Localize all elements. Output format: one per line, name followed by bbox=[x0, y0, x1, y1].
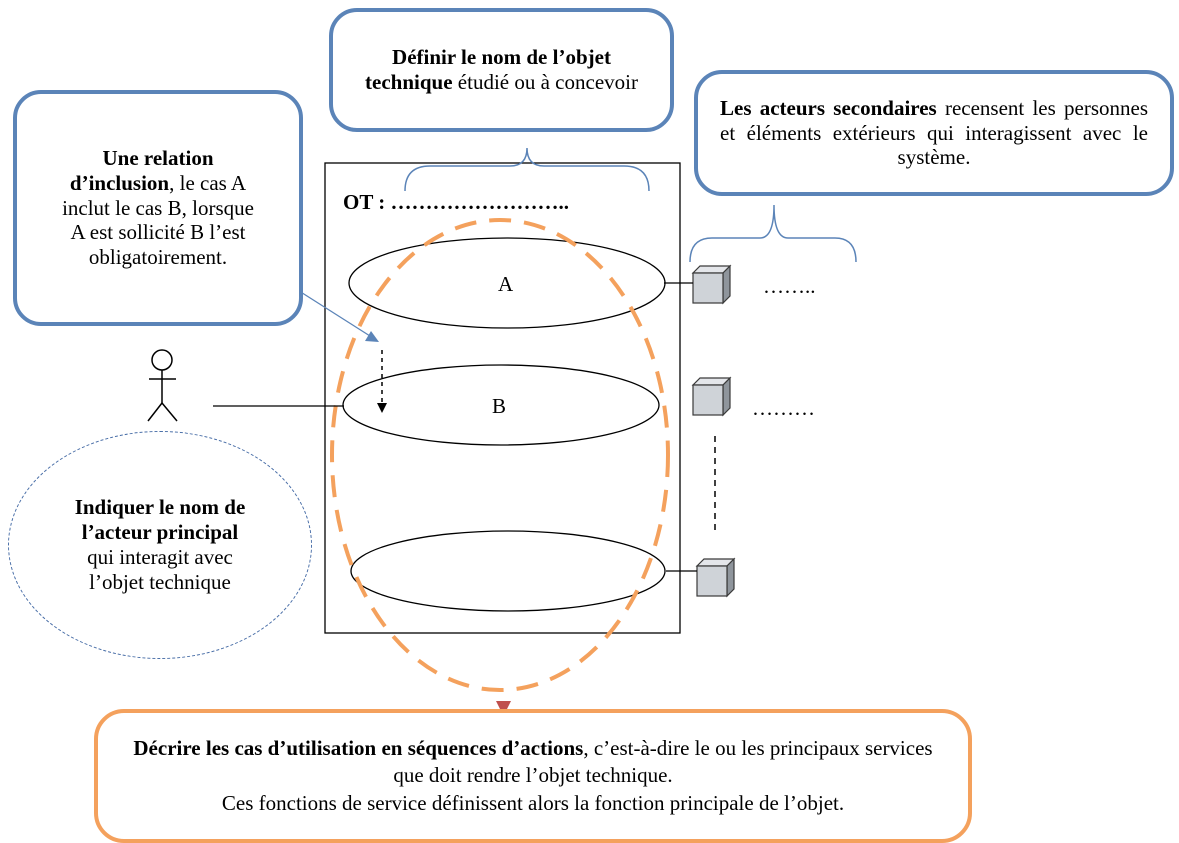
callout-principal-text: qui interagit avec l’objet technique bbox=[87, 545, 233, 594]
use-cases-grouping-ellipse bbox=[330, 218, 670, 692]
secondary-actor-1-label: …….. bbox=[763, 274, 816, 298]
secondary-actor-2-label: ……… bbox=[752, 396, 815, 420]
callout-relation-inclusion: Une relation d’inclusion, le cas A inclu… bbox=[13, 90, 303, 326]
system-title: OT : …………………….. bbox=[343, 190, 569, 214]
secondary-actor-cube-2 bbox=[691, 376, 732, 417]
callout-cas-utilisation: Décrire les cas d’utilisation en séquenc… bbox=[94, 709, 972, 843]
callout-decrire-text: , c’est-à-dire le ou les principaux serv… bbox=[393, 736, 933, 788]
use-case-b-ellipse bbox=[342, 364, 660, 446]
callout-decrire-bold: Décrire les cas d’utilisation en séquenc… bbox=[133, 736, 584, 761]
brace-acteurs bbox=[689, 204, 857, 263]
include-arrow-head bbox=[377, 403, 387, 413]
inclusion-pointer-head bbox=[365, 331, 379, 342]
callout-acteurs-bold: Les acteurs secondaires bbox=[720, 95, 937, 120]
brace-objet bbox=[404, 147, 650, 192]
secondary-actor-cube-1 bbox=[691, 264, 732, 305]
inclusion-pointer-line bbox=[295, 288, 371, 337]
callout-objet-text: étudié ou à concevoir bbox=[452, 70, 638, 94]
secondary-actor-cube-3 bbox=[695, 557, 736, 598]
use-case-c-ellipse bbox=[350, 530, 666, 612]
callout-objet-bold: Définir le nom de l’objet technique bbox=[365, 45, 611, 94]
primary-actor-stick-figure bbox=[147, 349, 178, 422]
callout-inclusion-bold: Une relation d’inclusion bbox=[69, 146, 214, 195]
callout-decrire-line3: Ces fonctions de service définissent alo… bbox=[221, 790, 845, 815]
down-arrow-red bbox=[496, 701, 511, 716]
use-case-a-label: A bbox=[498, 272, 514, 296]
callout-acteurs-text: recensent les personnes et éléments exté… bbox=[720, 95, 1149, 170]
callout-acteurs-secondaires: Les acteurs secondaires recensent les pe… bbox=[694, 70, 1174, 196]
callout-objet-technique: Définir le nom de l’objet technique étud… bbox=[329, 8, 674, 132]
callout-principal-bold: Indiquer le nom de l’acteur principal bbox=[74, 495, 246, 545]
callout-acteur-principal: Indiquer le nom de l’acteur principal qu… bbox=[8, 431, 312, 659]
callout-inclusion-text: , le cas A inclut le cas B, lorsque A es… bbox=[62, 170, 254, 270]
use-case-b-label: B bbox=[492, 394, 507, 418]
